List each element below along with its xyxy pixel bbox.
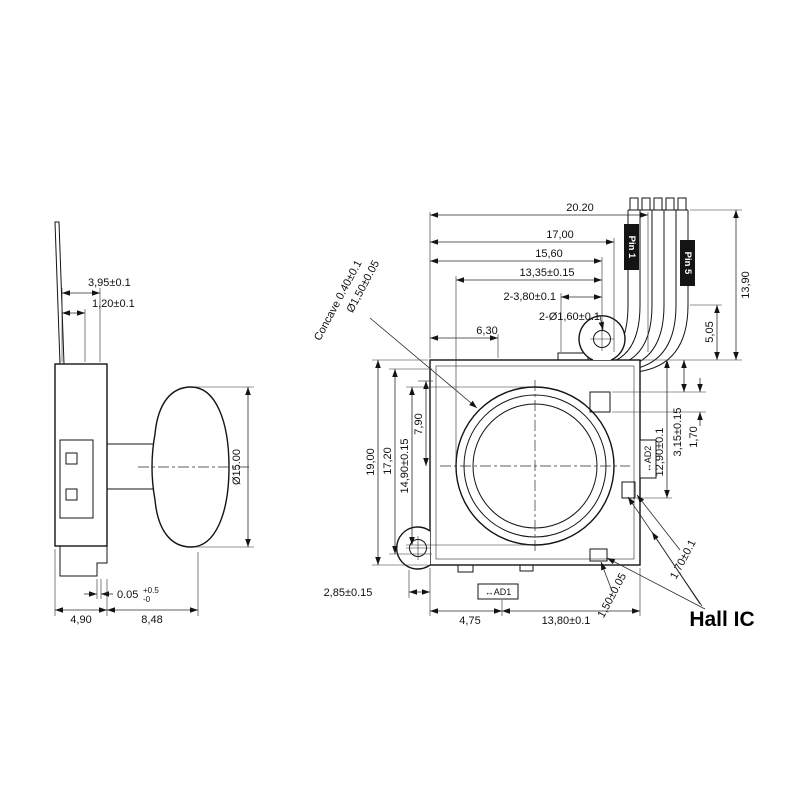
dim-sensor-width: 1,50±0.05 xyxy=(596,571,630,620)
front-view: Pin 1 Pin 5 xyxy=(312,197,755,631)
joystick-cap-profile xyxy=(151,386,230,548)
ad2-datum-label: ↔AD2 xyxy=(643,446,653,473)
front-view-right-dimensions xyxy=(612,209,742,499)
ad1-datum-box xyxy=(477,583,519,600)
hall-sensor-bottom xyxy=(589,548,608,562)
component-square xyxy=(589,391,611,413)
dim-overall-width: 20.20 xyxy=(566,202,594,214)
body-inner-frame xyxy=(435,365,635,560)
bottom-tab xyxy=(519,564,534,572)
pin5-label-box xyxy=(680,240,695,286)
front-view-bottom-dimensions xyxy=(408,494,681,616)
mounting-foot xyxy=(59,546,108,577)
dim-body-depth: 4,90 xyxy=(70,614,91,626)
side-view-outline xyxy=(54,221,252,577)
bottom-tab xyxy=(457,564,474,573)
dim-hole-diameter: 2-Ø1,60±0.1 xyxy=(539,311,600,323)
dim-pin-offset-a: 3,95±0.1 xyxy=(88,277,131,289)
side-view-dimension-lines xyxy=(54,288,254,616)
module-body-side xyxy=(54,363,108,547)
dim-width-15-6: 15,60 xyxy=(535,248,563,260)
dim-ear-offset: 2,85±0.15 xyxy=(324,587,373,599)
dim-sensor-position: 12,90±0.1 xyxy=(654,428,666,477)
dim-cap-diameter: Ø15.00 xyxy=(231,449,243,485)
top-edge-tab xyxy=(557,352,589,360)
dim-height-17-2: 17,20 xyxy=(382,447,394,475)
dim-width-13-35: 13,35±0.15 xyxy=(520,267,575,279)
dim-overall-height: 19,00 xyxy=(365,448,377,476)
pin1-label-box xyxy=(624,224,639,270)
dim-height-14-9: 14,90±0.15 xyxy=(399,439,411,494)
pin5-label: Pin 5 xyxy=(682,252,693,275)
front-view-left-dimensions xyxy=(372,359,533,566)
ad1-datum-label: ↔AD1 xyxy=(485,587,512,597)
dim-sensor-height: 1,70 xyxy=(688,426,700,447)
dim-pin-offset-b: 1,20±0.1 xyxy=(92,298,135,310)
ad2-datum-box xyxy=(639,439,657,479)
hall-ic-leaders xyxy=(606,496,706,610)
connector-pad xyxy=(65,488,78,501)
hall-ic-label: Hall IC xyxy=(689,608,754,631)
pin1-label: Pin 1 xyxy=(626,236,637,259)
dim-width-4-75: 4,75 xyxy=(459,615,480,627)
dim-width-17: 17,00 xyxy=(546,229,574,241)
dim-sensor-thickness: 1,70±0.1 xyxy=(668,538,699,581)
dim-width-13-8: 13,80±0.1 xyxy=(542,615,591,627)
front-view-top-dimensions xyxy=(369,212,649,458)
dim-width-6-3: 6,30 xyxy=(476,325,497,337)
connector-pad xyxy=(65,452,78,465)
dim-height-7-9: 7,90 xyxy=(413,413,425,434)
connector-block xyxy=(59,439,94,519)
dim-step-upper-tol: +0.5 xyxy=(143,586,159,595)
dim-cable-height: 13,90 xyxy=(740,271,752,299)
dim-cap-depth: 8,48 xyxy=(141,614,162,626)
dim-sensor-offset: 3,15±0.15 xyxy=(672,408,684,457)
dim-cable-clearance: 5,05 xyxy=(704,321,716,342)
front-view-outline: Pin 1 Pin 5 xyxy=(396,197,695,573)
dim-step-value: 0.05 xyxy=(117,589,138,601)
side-view: 3,95±0.1 1,20±0.1 Ø15.00 0.05 +0.5 -0 4,… xyxy=(54,221,254,626)
dim-step-lower-tol: -0 xyxy=(143,595,151,604)
dim-hole-spacing: 2-3,80±0.1 xyxy=(503,291,556,303)
